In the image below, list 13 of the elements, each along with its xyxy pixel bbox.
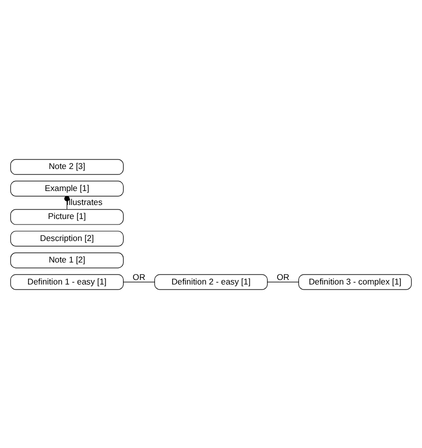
node-box: Picture [1] — [10, 208, 124, 224]
edge-label: OR — [132, 271, 146, 282]
edge-label: Illustrates — [66, 196, 102, 206]
node-box: Definition 1 - easy [1] — [10, 274, 124, 290]
node-box: Note 1 [2] — [10, 252, 124, 268]
connector — [267, 281, 299, 282]
node-box: Note 2 [3] — [10, 158, 124, 174]
node-box: Example [1] — [10, 180, 124, 196]
edge-label: OR — [276, 271, 290, 282]
node-box: Description [2] — [10, 230, 124, 246]
node-box: Definition 3 - complex [1] — [298, 274, 412, 290]
node-box: Definition 2 - easy [1] — [154, 274, 268, 290]
connector — [123, 281, 155, 282]
